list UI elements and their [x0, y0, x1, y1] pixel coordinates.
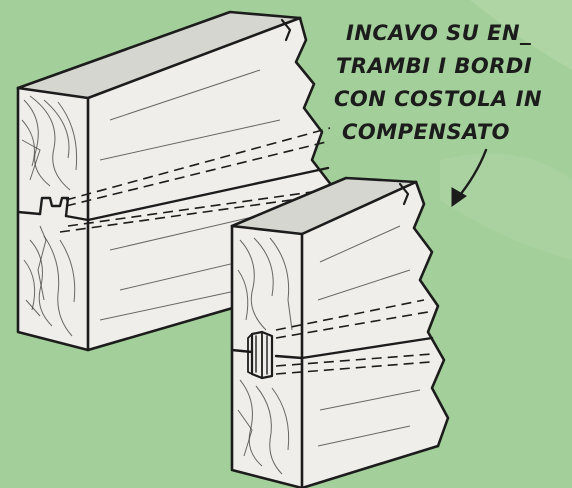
paper-stain [440, 153, 572, 260]
paper-stain [470, 0, 572, 70]
annotation: INCAVO SU EN_ TRAMBI I BORDI CON COSTOLA… [334, 21, 542, 207]
annotation-arrowhead [451, 187, 467, 207]
left-board-top-face [18, 12, 300, 98]
annotation-line-4: COMPENSATO [342, 120, 510, 144]
annotation-line-1: INCAVO SU EN_ [346, 21, 531, 45]
annotation-line-3: CON COSTOLA IN [334, 87, 542, 111]
right-board-side-face [302, 182, 448, 488]
plywood-rib [247, 330, 274, 380]
right-board-top-face [232, 178, 416, 234]
left-board-groove [38, 196, 70, 218]
annotation-line-2: TRAMBI I BORDI [336, 54, 532, 78]
left-board [16, 10, 338, 352]
right-board [230, 176, 450, 488]
